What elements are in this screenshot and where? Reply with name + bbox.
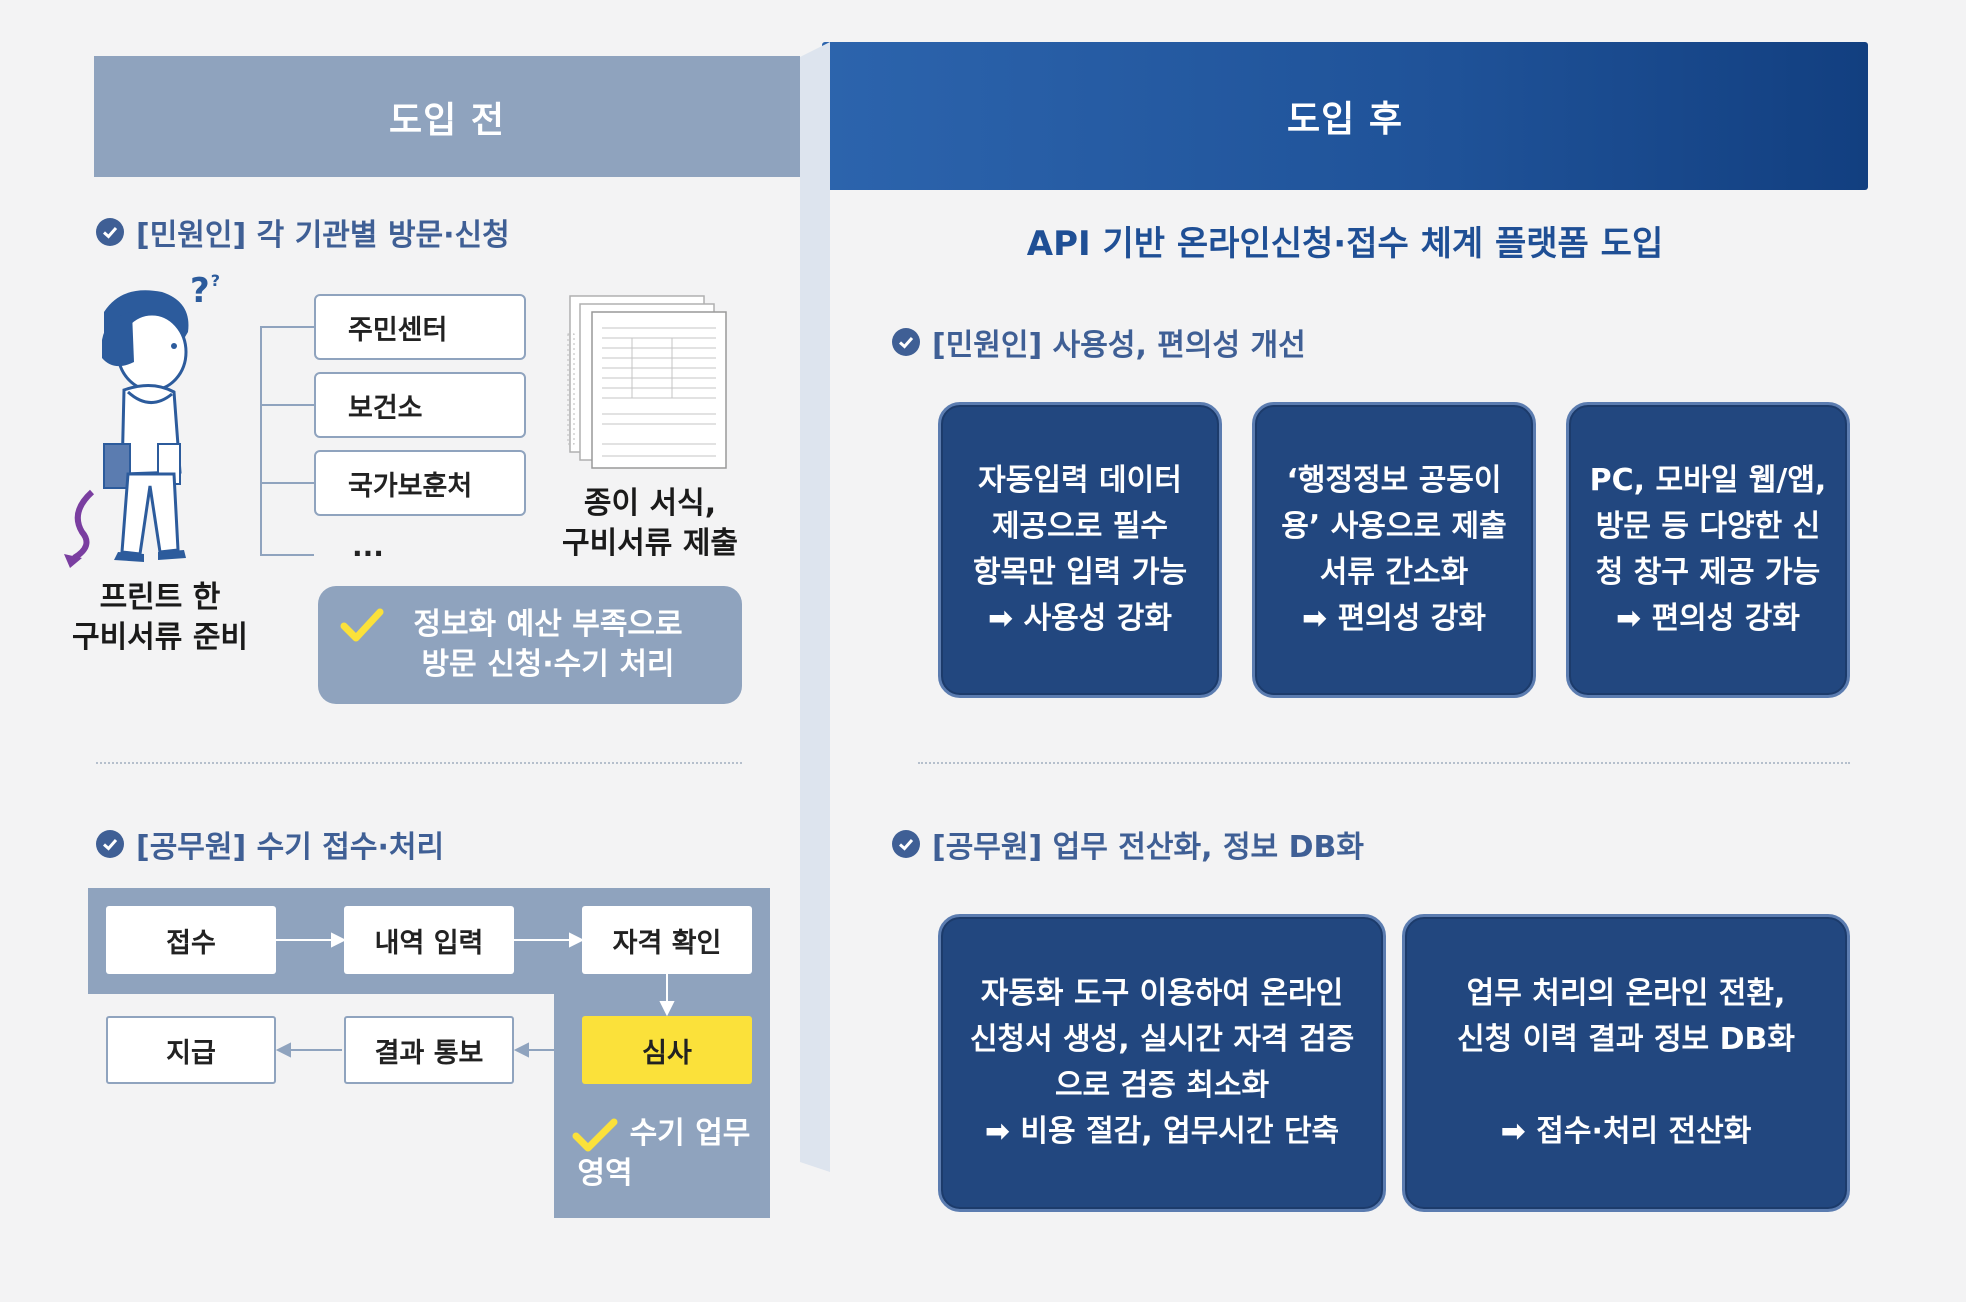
check-circle-icon bbox=[96, 218, 124, 246]
before-header: 도입 전 bbox=[94, 56, 800, 177]
print-label-line2: 구비서류 준비 bbox=[71, 620, 249, 655]
callout-line2: 방문 신청·수기 처리 bbox=[421, 647, 675, 682]
agency-community-center: 주민센터 bbox=[314, 294, 526, 360]
paper-label-line2: 구비서류 제출 bbox=[561, 526, 739, 561]
citizen-card-2-text: ‘행정정보 공동이 용’ 사용으로 제출 서류 간소화 ➡ 편의성 강화 bbox=[1281, 463, 1507, 636]
flow-payment: 지급 bbox=[106, 1016, 276, 1084]
divider-wedge bbox=[800, 42, 830, 1172]
official-card-2-text: 업무 처리의 온라인 전환, 신청 이력 결과 정보 DB화 ➡ 접수·처리 전… bbox=[1457, 976, 1795, 1149]
before-citizen-title-text: [민원인] 각 기관별 방문·신청 bbox=[136, 218, 510, 253]
flow-reception: 접수 bbox=[106, 906, 276, 974]
check-circle-icon bbox=[892, 830, 920, 858]
manual-area-label-2: 영역 bbox=[560, 1154, 750, 1194]
svg-text:?: ? bbox=[190, 271, 210, 311]
before-official-title: [공무원] 수기 접수·처리 bbox=[96, 822, 444, 866]
official-card-automation: 자동화 도구 이용하여 온라인 신청서 생성, 실시간 자격 검증 으로 검증 … bbox=[938, 914, 1386, 1212]
before-citizen-title: [민원인] 각 기관별 방문·신청 bbox=[96, 210, 510, 254]
manual-area-line1: 수기 업무 bbox=[629, 1116, 751, 1151]
tree-line-2 bbox=[260, 404, 314, 406]
after-header: 도입 후 bbox=[822, 42, 1868, 190]
paper-label-line1: 종이 서식, bbox=[583, 486, 717, 521]
paper-forms-illustration bbox=[567, 295, 727, 469]
agency-veterans: 국가보훈처 bbox=[314, 450, 526, 516]
check-circle-icon bbox=[892, 328, 920, 356]
tree-line-4 bbox=[260, 554, 314, 556]
agency-health-center: 보건소 bbox=[314, 372, 526, 438]
confused-person-illustration: ? ? bbox=[64, 271, 220, 568]
citizen-card-3-text: PC, 모바일 웹/앱, 방문 등 다양한 신 청 창구 제공 가능 ➡ 편의성… bbox=[1589, 463, 1827, 636]
check-circle-icon bbox=[96, 830, 124, 858]
manual-area-label: 수기 업무 bbox=[620, 1114, 760, 1154]
after-citizen-title-text: [민원인] 사용성, 편의성 개선 bbox=[932, 328, 1306, 363]
budget-shortage-callout: 정보화 예산 부족으로 방문 신청·수기 처리 bbox=[318, 586, 742, 704]
flow-review: 심사 bbox=[582, 1016, 752, 1084]
print-docs-label: 프린트 한 구비서류 준비 bbox=[60, 578, 260, 658]
manual-area-line2: 영역 bbox=[577, 1156, 633, 1191]
after-main-title: API 기반 온라인신청·접수 체계 플랫폼 도입 bbox=[1026, 224, 1664, 264]
tree-line-vertical bbox=[260, 326, 262, 556]
svg-text:?: ? bbox=[211, 271, 220, 290]
checkmark-icon bbox=[340, 608, 384, 642]
after-section-divider bbox=[918, 762, 1850, 764]
tree-line-3 bbox=[260, 482, 314, 484]
paper-form-label: 종이 서식, 구비서류 제출 bbox=[552, 484, 748, 564]
agency-more: ... bbox=[352, 530, 384, 563]
checkmark-icon bbox=[572, 1118, 618, 1152]
print-label-line1: 프린트 한 bbox=[99, 580, 221, 615]
flow-qualification: 자격 확인 bbox=[582, 906, 752, 974]
flow-result-notice: 결과 통보 bbox=[344, 1016, 514, 1084]
after-official-title-text: [공무원] 업무 전산화, 정보 DB화 bbox=[932, 830, 1364, 865]
tree-line-1 bbox=[260, 326, 314, 328]
before-official-title-text: [공무원] 수기 접수·처리 bbox=[136, 830, 445, 865]
citizen-card-1-text: 자동입력 데이터 제공으로 필수 항목만 입력 가능 ➡ 사용성 강화 bbox=[972, 463, 1188, 636]
citizen-card-multichannel: PC, 모바일 웹/앱, 방문 등 다양한 신 청 창구 제공 가능 ➡ 편의성… bbox=[1566, 402, 1850, 698]
after-official-title: [공무원] 업무 전산화, 정보 DB화 bbox=[892, 822, 1364, 866]
citizen-card-auto-input: 자동입력 데이터 제공으로 필수 항목만 입력 가능 ➡ 사용성 강화 bbox=[938, 402, 1222, 698]
official-card-1-text: 자동화 도구 이용하여 온라인 신청서 생성, 실시간 자격 검증 으로 검증 … bbox=[969, 976, 1355, 1149]
callout-line1: 정보화 예산 부족으로 bbox=[413, 607, 683, 642]
before-section-divider bbox=[96, 762, 742, 764]
after-citizen-title: [민원인] 사용성, 편의성 개선 bbox=[892, 320, 1306, 364]
flow-detail-input: 내역 입력 bbox=[344, 906, 514, 974]
official-card-online-db: 업무 처리의 온라인 전환, 신청 이력 결과 정보 DB화 ➡ 접수·처리 전… bbox=[1402, 914, 1850, 1212]
citizen-card-shared-info: ‘행정정보 공동이 용’ 사용으로 제출 서류 간소화 ➡ 편의성 강화 bbox=[1252, 402, 1536, 698]
